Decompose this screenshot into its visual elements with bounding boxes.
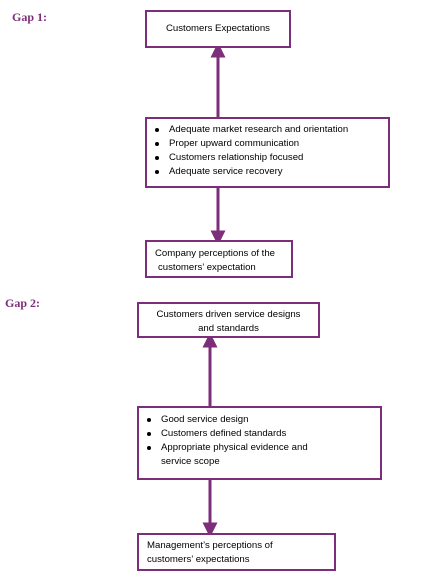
gap1-factor-item: Adequate service recovery bbox=[151, 165, 384, 179]
company-perceptions-line1: Company perceptions of the bbox=[155, 248, 275, 259]
company-perceptions-box: Company perceptions of the customers’ ex… bbox=[145, 240, 293, 278]
management-perceptions-line2: customers’ expectations bbox=[147, 554, 250, 565]
gap1-label: Gap 1: bbox=[12, 10, 48, 24]
gap1-factor-item: Customers relationship focused bbox=[151, 151, 384, 165]
gap2-label: Gap 2: bbox=[5, 296, 41, 310]
gap2-factors-list: Good service design Customers defined st… bbox=[143, 413, 320, 469]
company-perceptions-line2: customers’ expectation bbox=[158, 262, 256, 273]
gap1-factors-box: Adequate market research and orientation… bbox=[145, 117, 390, 188]
customers-expectations-box: Customers Expectations bbox=[145, 10, 291, 48]
customers-driven-service-box: Customers driven service designs and sta… bbox=[137, 302, 320, 338]
customers-driven-service-line1: Customers driven service designs bbox=[156, 309, 301, 320]
gap2-factor-item: Customers defined standards bbox=[143, 427, 320, 441]
gap1-factor-item: Proper upward communication bbox=[151, 137, 384, 151]
gap2-factor-item: Good service design bbox=[143, 413, 320, 427]
customers-expectations-text: Customers Expectations bbox=[166, 23, 270, 34]
customers-driven-service-line2: and standards bbox=[198, 323, 259, 334]
gap1-factors-list: Adequate market research and orientation… bbox=[151, 123, 384, 179]
gap1-factor-item: Adequate market research and orientation bbox=[151, 123, 384, 137]
management-perceptions-line1: Management’s perceptions of bbox=[147, 540, 273, 551]
gap2-factor-item: Appropriate physical evidence and servic… bbox=[143, 441, 320, 469]
management-perceptions-box: Management’s perceptions of customers’ e… bbox=[137, 533, 336, 571]
gap2-factors-box: Good service design Customers defined st… bbox=[137, 406, 382, 480]
